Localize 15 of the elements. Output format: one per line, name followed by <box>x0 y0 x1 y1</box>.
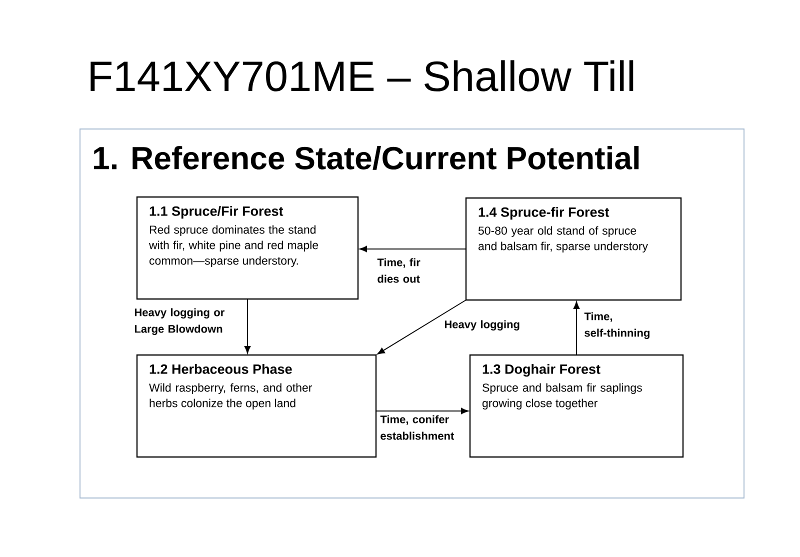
arrow <box>573 302 580 356</box>
arrow <box>360 246 466 252</box>
edge-label: Time, fir dies out <box>377 258 420 283</box>
arrow <box>377 300 466 354</box>
edge-label: Time, conifer establishment <box>380 415 454 440</box>
edge-label: Heavy logging <box>444 320 520 330</box>
state-box: 1.2 Herbaceous Phase Wild raspberry, ferns, and other herbs colonize the open land <box>136 354 377 458</box>
state-box: 1.4 Spruce-fir Forest 50-80 year old stand of spruce and balsam fir, sparse understory <box>465 197 682 301</box>
arrow <box>244 298 251 354</box>
arrow <box>376 408 469 414</box>
title: F141XY701ME – Shallow Till <box>90 60 634 92</box>
edge-label: Heavy logging or Large Blowdown <box>134 308 224 335</box>
state-box: 1.3 Doghair Forest Spruce and balsam fir saplings growing close together <box>469 354 684 458</box>
edge-label: Time, self-thinning <box>584 312 650 339</box>
state-box: 1.1 Spruce/Fir Forest Red spruce dominates the stand with fir, white pine and red maple common—sparse understory. <box>136 196 359 300</box>
